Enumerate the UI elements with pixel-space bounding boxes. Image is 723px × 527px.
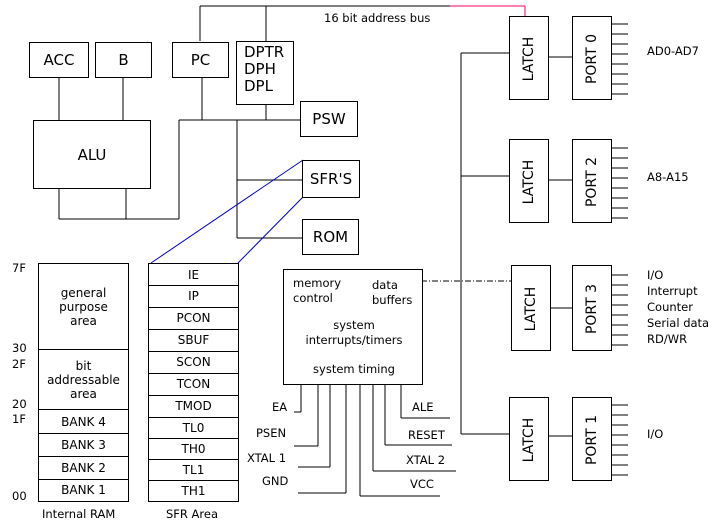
port-1-signal: I/O [647,427,664,441]
port-3-signal: RD/WR [647,332,688,346]
acc-register: ACC [29,42,89,78]
pin-label: XTAL 2 [406,453,446,467]
port-2: PORT 2 [572,139,612,223]
sfr-item: TMOD [149,395,238,418]
latch-3: LATCH [511,265,551,351]
port-3-signal: Serial data [647,316,710,330]
port-0-label: PORT 0 [584,33,600,85]
psw-register: PSW [300,101,358,137]
internal-ram: general purpose area bit addressable are… [38,263,129,502]
ram-address: 7F [12,261,26,275]
port-0: PORT 0 [572,16,612,100]
ram-address: 00 [12,489,27,503]
ram-address: 2F [12,357,26,371]
dptr-register: DPTR DPH DPL [236,41,294,105]
dpl-label: DPL [244,77,273,95]
sfr-area-caption: SFR Area [166,507,219,521]
rom-block: ROM [302,219,359,255]
pin-label: PSEN [256,426,287,440]
rom-label: ROM [312,228,349,246]
dptr-label: DPTR [244,43,285,61]
pin-label: XTAL 1 [247,451,287,465]
sfrs-block: SFR'S [302,160,360,198]
sfr-item: IE [149,264,238,286]
port-0-signal: AD0-AD7 [647,44,699,58]
ram-address: 20 [12,397,27,411]
port-1: PORT 1 [572,397,612,481]
control-block: memory control data buffers system inter… [283,269,423,385]
ram-bank: BANK 2 [39,456,128,480]
ram-address: 30 [12,341,27,355]
latch-2: LATCH [509,139,549,223]
sfr-item: SBUF [149,329,238,352]
latch-label: LATCH [521,417,537,463]
sfr-item: PCON [149,307,238,330]
bit-addressable-area: bit addressable area [39,350,128,410]
port-2-label: PORT 2 [584,156,600,208]
system-timing-label: system timing [313,362,395,376]
pin-label: EA [272,400,288,414]
address-bus-label: 16 bit address bus [324,11,431,25]
sfr-area: IE IP PCON SBUF SCON TCON TMOD TL0 TH0 T… [148,263,239,502]
port-3-label: PORT 3 [584,283,600,335]
b-register: B [95,42,152,78]
memory-control-label: memory control [293,276,342,305]
address-bus-link [450,5,526,16]
latch-0: LATCH [509,16,549,100]
port-3-signal: I/O [647,268,664,282]
sfr-item: TH1 [181,483,206,498]
port-3-signal: Interrupt [647,284,698,298]
pc-register: PC [172,42,229,78]
pin-label: RESET [408,428,445,442]
data-buffers-label: data buffers [372,278,413,307]
ram-bank: BANK 4 [39,410,128,434]
ram-bank: BANK 3 [39,433,128,457]
psw-label: PSW [312,110,346,128]
sfr-item: SCON [149,351,238,374]
port-3-signal: Counter [647,300,693,314]
latch-label: LATCH [521,159,537,205]
sfr-item: TH0 [149,438,238,460]
sfr-item: TL1 [149,459,238,481]
system-interrupts-label: system interrupts/timers [305,318,403,347]
sfrs-label: SFR'S [309,170,353,188]
alu-label: ALU [77,145,107,164]
ram-bank: BANK 1 [61,483,106,497]
b-label: B [118,51,129,69]
pin-label: ALE [412,400,434,414]
sfr-item: TL0 [149,417,238,439]
sfr-item: IP [149,285,238,308]
general-purpose-area: general purpose area [39,264,128,350]
latch-1: LATCH [509,397,549,481]
sfr-item: TCON [149,373,238,396]
pin-label: VCC [410,477,434,491]
pin-label: GND [262,474,289,488]
pc-label: PC [190,51,211,69]
dph-label: DPH [244,60,276,78]
port-3: PORT 3 [572,265,612,351]
internal-ram-caption: Internal RAM [42,507,116,521]
ram-address: 1F [12,412,26,426]
acc-label: ACC [43,51,75,69]
port-2-signal: A8-A15 [647,170,689,184]
port-1-label: PORT 1 [584,414,600,466]
latch-label: LATCH [521,36,537,82]
latch-label: LATCH [523,286,539,332]
sfr-link-lines [150,159,304,264]
alu-block: ALU [33,120,151,189]
